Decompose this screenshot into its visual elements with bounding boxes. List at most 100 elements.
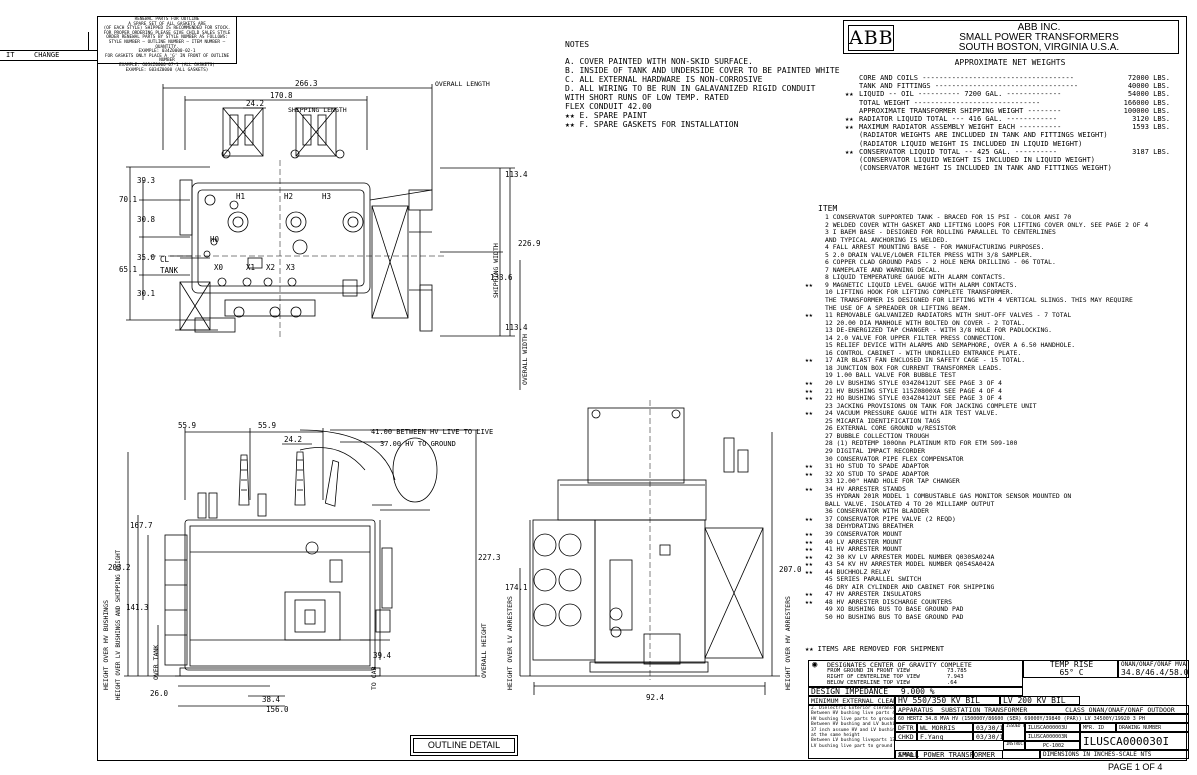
item-row: ★★31 HO STUD TO SPADE ADAPTOR <box>805 463 1185 471</box>
item-row: 3 I BAEM BASE - DESIGNED FOR ROLLING PAR… <box>805 229 1185 237</box>
weight-value: 3187 LBS. <box>1132 147 1170 156</box>
cog-row-value: .64 <box>947 680 957 686</box>
label-tank: TANK <box>160 266 179 275</box>
clearance-note: HV bushing live parts to ground 37 inch <box>811 716 895 722</box>
label-height-lv-bushings: HEIGHT OVER LV BUSHINGS AND SHIPPING HEI… <box>116 549 122 700</box>
weight-row: (CONSERVATOR LIQUID WEIGHT IS INCLUDED I… <box>845 156 1175 164</box>
item-text: 14 2.0 VALVE FOR UPPER FILTER PRESS CONN… <box>825 333 1006 342</box>
item-mark: ★★ <box>805 484 813 493</box>
item-mark: ★★ <box>805 552 813 561</box>
weight-value: 100000 LBS. <box>1123 106 1170 115</box>
cog-row-value: 7.943 <box>947 674 964 680</box>
item-text: 7 NAMEPLATE AND WARNING DECAL. <box>825 265 941 274</box>
cog-cell: ◉ DESIGNATES CENTER OF GRAVITY COMPLETE … <box>808 660 1023 687</box>
dim-70-1: 70.1 <box>119 195 137 204</box>
clearance-note: Between LV bushing liveparts 13 inch <box>811 738 895 744</box>
item-mark: ★★ <box>805 567 813 576</box>
weight-mark: ★★ <box>845 114 854 123</box>
item-row: 18 JUNCTION BOX FOR CURRENT TRANSFORMER … <box>805 363 1185 373</box>
item-row: 46 DRY AIR CYLINDER AND CABINET FOR SHIP… <box>805 583 1185 592</box>
weight-row: CORE AND COILS -------------------------… <box>845 74 1175 82</box>
note-item: D. ALL WIRING TO BE RUN IN GALAVANIZED R… <box>565 84 816 93</box>
item-text: 18 JUNCTION BOX FOR CURRENT TRANSFORMER … <box>825 363 1002 372</box>
dim-141-3: 141.3 <box>126 603 149 612</box>
weights-section: APPROXIMATE NET WEIGHTS CORE AND COILS -… <box>845 58 1175 172</box>
temp-rise-label: TEMP RISE <box>1049 660 1094 669</box>
note-item: C. ALL EXTERNAL HARDWARE IS NON-CORROSIV… <box>565 75 763 84</box>
item-mark: ★★ <box>805 386 813 395</box>
cog-row-label: FROM GROUND IN FRONT VIEW <box>827 668 910 674</box>
removed-items-note: ★★ ITEMS ARE REMOVED FOR SHIPMENT <box>805 645 945 653</box>
renewal-line: EXAMPLE: 034Z0000-02-1 <box>138 49 196 55</box>
item-text: 3 I BAEM BASE - DESIGNED FOR ROLLING PAR… <box>825 228 1056 237</box>
abb-logo: ABB <box>848 25 894 51</box>
label-height-lv-arresters: HEIGHT OVER LV ARRESTERS <box>506 596 514 690</box>
weight-label: (CONSERVATOR WEIGHT IS INCLUDED IN TANK … <box>859 164 1112 173</box>
item-row: 2 WELDED COVER WITH GASKET AND LIFTING L… <box>805 220 1185 230</box>
item-text: 15 RELIEF DEVICE WITH ALARMS AND SEMAPHO… <box>825 341 1076 350</box>
cog-title: DESIGNATES CENTER OF GRAVITY COMPLETE <box>827 661 972 669</box>
label-overall-height: OVERALL HEIGHT <box>480 623 488 678</box>
item-row: 26 EXTERNAL CORE GROUND w/RESISTOR <box>805 425 1185 433</box>
item-row: ★★21 HV BUSHING STYLE 115Z0800XA SEE PAG… <box>805 386 1185 396</box>
item-text: 27 BUBBLE COLLECTION TROUGH <box>825 431 929 440</box>
item-row: ★★43 54 KV HV ARRESTER MODEL NUMBER Q054… <box>805 561 1185 569</box>
item-text: 40 LV ARRESTER MOUNT <box>825 537 902 546</box>
weight-mark: ★★ <box>845 147 854 156</box>
item-mark: ★★ <box>805 379 813 388</box>
item-text: 37 CONSERVATOR PIPE VALVE (2 REQD) <box>825 514 956 523</box>
item-list-section: ITEM 1 CONSERVATOR SUPPORTED TANK - BRAC… <box>805 204 1185 622</box>
apparatus-cell: APPARATUS SUBSTATION TRANSFORMER CLASS O… <box>895 705 1189 714</box>
renewal-line: FOR PROPER ORDERING PLEASE GIVE CHILD SA… <box>103 30 231 36</box>
item-text: 44 BUCHHOLZ RELAY <box>825 567 891 576</box>
rating-label: ONAN/ONAF/ONAF MVA - <box>1121 661 1189 668</box>
item-row: ★★47 HV ARRESTER INSULATORS <box>805 591 1185 599</box>
item-mark: ★★ <box>805 462 813 471</box>
weight-value: 1593 LBS. <box>1132 123 1170 132</box>
revision-header: IT CHANGE <box>0 50 97 61</box>
item-row: ★★37 CONSERVATOR PIPE VALVE (2 REQD) <box>805 514 1185 524</box>
weight-row: ★★MAXIMUM RADIATOR ASSEMBLY WEIGHT EACH … <box>845 123 1175 131</box>
item-text: 9 MAGNETIC LIQUID LEVEL GAUGE WITH ALARM… <box>825 280 1018 289</box>
apparatus-label: APPARATUS <box>898 706 934 714</box>
weight-row: TANK AND FITTINGS ----------------------… <box>845 82 1175 90</box>
item-row: ★★11 REMOVABLE GALVANIZED RADIATORS WITH… <box>805 312 1185 320</box>
weight-row: (RADIATOR WEIGHTS ARE INCLUDED IN TANK A… <box>845 131 1175 139</box>
item-text: 1 CONSERVATOR SUPPORTED TANK - BRACED FO… <box>825 213 1072 221</box>
weights-title: APPROXIMATE NET WEIGHTS <box>954 58 1066 67</box>
item-text: 13 DE-ENERGIZED TAP CHANGER - WITH 3/8 H… <box>825 326 1053 335</box>
weight-row: APPROXIMATE TRANSFORMER SHIPPING WEIGHT … <box>845 107 1175 115</box>
item-row: 1 CONSERVATOR SUPPORTED TANK - BRACED FO… <box>805 213 1185 222</box>
item-row: 13 DE-ENERGIZED TAP CHANGER - WITH 3/8 H… <box>805 327 1185 335</box>
item-text: 42 30 KV LV ARRESTER MODEL NUMBER Q030SA… <box>825 552 995 561</box>
signature-name: WL MORRIS <box>917 723 973 732</box>
signature-role: DFTR <box>895 723 917 732</box>
dim-30-8: 30.8 <box>137 215 156 224</box>
signature-role: CHKD <box>895 732 917 741</box>
label-x0: X0 <box>214 263 224 272</box>
item-row: ★★40 LV ARRESTER MOUNT <box>805 537 1185 547</box>
item-row: 50 HO BUSHING BUS TO BASE GROUND PAD <box>805 612 1185 622</box>
stamp-instruction: INSTRUCTION BOOK <box>1003 741 1025 750</box>
dim-167-7: 167.7 <box>130 521 153 530</box>
clearance-note: Between HV bushing live parts 41 inch <box>811 711 895 717</box>
item-text: AND TYPICAL ANCHORING IS WELDED. <box>825 235 949 244</box>
item-row: 45 SERIES PARALLEL SWITCH <box>805 576 1185 584</box>
clearance-note: LV bushing live part to ground 12 inch <box>811 743 894 749</box>
item-text: 10 LIFTING HOOK FOR LIFTING COMPLETE TRA… <box>825 288 1014 297</box>
label-h0: H0 <box>210 235 220 244</box>
dim-overall-length-value: 266.3 <box>295 79 318 88</box>
item-row: ★★20 LV BUSHING STYLE 034Z0412UT SEE PAG… <box>805 380 1185 388</box>
item-text: 50 HO BUSHING BUS TO BASE GROUND PAD <box>825 612 964 621</box>
item-row: ★★17 AIR BLAST FAN ENCLOSED IN SAFETY CA… <box>805 357 1185 365</box>
rev-col-change: CHANGE <box>34 51 60 59</box>
dim-226-9: 226.9 <box>518 239 541 248</box>
item-row: 27 BUBBLE COLLECTION TROUGH <box>805 431 1185 441</box>
label-cl: CL <box>160 255 170 264</box>
item-text: 2 WELDED COVER WITH GASKET AND LIFTING L… <box>825 220 1149 229</box>
item-row: 15 RELIEF DEVICE WITH ALARMS AND SEMAPHO… <box>805 342 1185 350</box>
item-mark: ★★ <box>805 356 813 365</box>
weight-label: APPROXIMATE TRANSFORMER SHIPPING WEIGHT … <box>859 106 1062 115</box>
renewal-line: STYLE NUMBER — OUTLINE NUMBER — ITEM NUM… <box>108 39 226 50</box>
